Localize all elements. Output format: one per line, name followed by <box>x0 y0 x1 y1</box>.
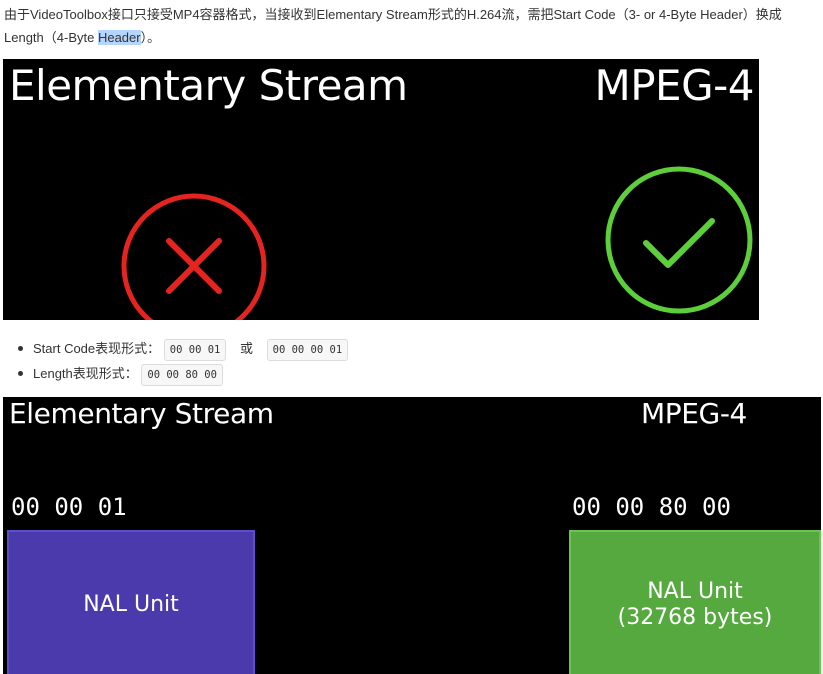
green-check-circle-icon <box>605 166 753 314</box>
length-label: Length表现形式： <box>33 366 138 381</box>
length-hex: 00 00 80 00 <box>572 493 731 521</box>
list-item-start-code: Start Code表现形式： 00 00 01 或 00 00 00 01 <box>16 336 349 361</box>
start-code-4byte: 00 00 00 01 <box>266 338 349 361</box>
nal-unit-size: (32768 bytes) <box>617 605 773 630</box>
start-code-hex: 00 00 01 <box>11 493 127 521</box>
intro-text: 由于VideoToolbox接口只接受MP4容器格式，当接收到Elementar… <box>4 7 782 45</box>
format-list: Start Code表现形式： 00 00 01 或 00 00 00 01 L… <box>16 336 349 386</box>
comparison-slide: Elementary Stream MPEG-4 <box>3 59 759 320</box>
slide-title-mpeg4: MPEG-4 <box>594 61 754 110</box>
intro-text-end: ）。 <box>140 30 161 45</box>
slide-title-elementary-stream: Elementary Stream <box>9 61 408 110</box>
slide2-title-mpeg4: MPEG-4 <box>641 397 747 430</box>
intro-paragraph: 由于VideoToolbox接口只接受MP4容器格式，当接收到Elementar… <box>4 3 816 49</box>
intro-highlight: Header <box>97 30 141 45</box>
red-x-circle-icon <box>121 193 267 320</box>
start-code-label: Start Code表现形式： <box>33 341 161 356</box>
start-code-3byte: 00 00 01 <box>163 338 227 361</box>
slide2-title-elementary-stream: Elementary Stream <box>9 397 274 430</box>
list-item-length: Length表现形式： 00 00 80 00 <box>16 361 348 386</box>
nal-unit-label: NAL Unit <box>647 579 743 604</box>
nal-unit-box-left: NAL Unit <box>7 530 255 674</box>
length-code: 00 00 80 00 <box>141 363 223 386</box>
nal-unit-label: NAL Unit <box>83 592 179 617</box>
nal-unit-slide: Elementary Stream MPEG-4 00 00 01 00 00 … <box>3 397 821 674</box>
nal-unit-box-right: NAL Unit (32768 bytes) <box>569 530 821 674</box>
or-text: 或 <box>239 341 253 356</box>
